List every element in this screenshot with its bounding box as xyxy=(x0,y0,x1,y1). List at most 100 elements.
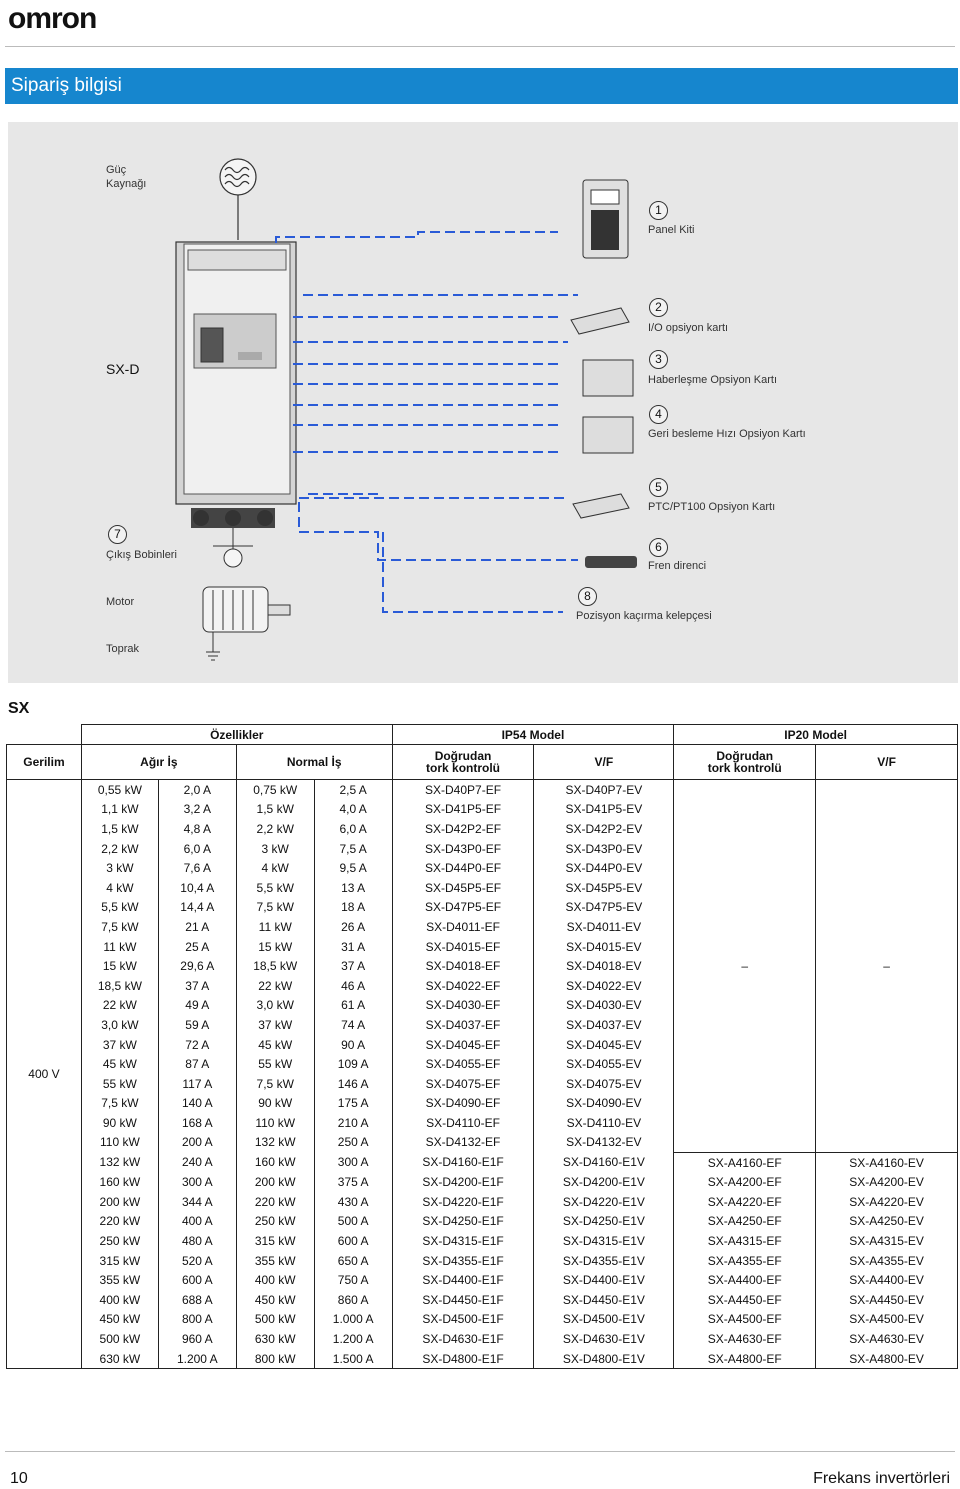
section-title: SX xyxy=(8,700,30,717)
table-cell: SX-D4800-E1V xyxy=(533,1348,675,1370)
table-cell: SX-A4450-EV xyxy=(815,1289,958,1310)
table-cell: SX-D4200-E1V xyxy=(533,1172,675,1192)
table-cell: SX-D40P7-EF xyxy=(391,779,535,800)
table-cell: 90 kW xyxy=(235,1093,315,1114)
table-cell: SX-D4160-E1V xyxy=(533,1152,675,1173)
table-cell: 90 A xyxy=(313,1034,393,1055)
table-cell: SX-D43P0-EF xyxy=(391,838,535,859)
table-cell: SX-D4355-E1V xyxy=(533,1250,675,1271)
table-cell: 500 A xyxy=(313,1211,393,1232)
header-voltage: Gerilim xyxy=(6,744,82,780)
header-specs: Özellikler xyxy=(80,724,393,745)
table-cell: SX-A4800-EV xyxy=(815,1348,958,1370)
table-cell: 46 A xyxy=(313,975,393,996)
table-cell: 168 A xyxy=(157,1113,237,1133)
table-cell: 500 kW xyxy=(235,1309,315,1330)
table-cell: 430 A xyxy=(313,1191,393,1212)
table-cell: SX-A4450-EF xyxy=(673,1289,817,1310)
table-cell: 3,0 kW xyxy=(235,995,315,1016)
table-cell: 1.200 A xyxy=(157,1348,237,1370)
table-cell: SX-D40P7-EV xyxy=(533,779,675,800)
panel-kit-label: Panel Kiti xyxy=(648,224,695,236)
panel-kit-icon xyxy=(582,179,629,259)
motor-label: Motor xyxy=(106,596,135,608)
footer-title: Frekans invertörleri xyxy=(813,1470,950,1487)
table-cell: 72 A xyxy=(157,1034,237,1055)
page-title: Sipariş bilgisi xyxy=(11,75,122,96)
table-cell: 520 A xyxy=(157,1250,237,1271)
table-cell: 210 A xyxy=(313,1113,393,1133)
table-cell: 2,2 kW xyxy=(235,819,315,839)
table-cell: 7,6 A xyxy=(157,858,237,878)
sx-d-inverter-icon xyxy=(175,241,297,528)
table-cell: 18,5 kW xyxy=(80,975,159,996)
table-cell: 3,2 A xyxy=(157,799,237,820)
table-cell: SX-D4400-E1F xyxy=(391,1270,535,1290)
table-cell: SX-D4500-E1F xyxy=(391,1309,535,1330)
table-cell: SX-D4315-E1V xyxy=(533,1231,675,1251)
table-cell: 175 A xyxy=(313,1093,393,1114)
header-ip54-dtc: Doğrudan tork kontrolü xyxy=(391,744,535,780)
table-cell: 220 kW xyxy=(235,1191,315,1212)
table-cell: SX-D4220-E1F xyxy=(391,1191,535,1212)
header-ip54: IP54 Model xyxy=(391,724,675,745)
table-cell: 160 kW xyxy=(235,1152,315,1173)
item-number-7: 7 xyxy=(108,525,127,544)
table-cell: 220 kW xyxy=(80,1211,159,1232)
comm-option-card-label: Haberleşme Opsiyon Kartı xyxy=(648,374,777,386)
table-cell: 37 kW xyxy=(235,1015,315,1035)
table-cell: SX-A4200-EV xyxy=(815,1172,958,1192)
table-cell: SX-A4400-EV xyxy=(815,1270,958,1290)
connection-diagram: Güç Kaynağı SX-D Çıkış Bobinleri Motor T… xyxy=(8,122,958,683)
table-cell: SX-A4220-EV xyxy=(815,1191,958,1212)
motor-icon xyxy=(202,586,291,661)
table-cell: 450 kW xyxy=(80,1309,159,1330)
item-number-2: 2 xyxy=(649,298,668,317)
table-cell: SX-D4355-E1F xyxy=(391,1250,535,1271)
header-ip20: IP20 Model xyxy=(673,724,958,745)
table-cell: 7,5 A xyxy=(313,838,393,859)
table-cell: SX-D4110-EF xyxy=(391,1113,535,1133)
ground-label: Toprak xyxy=(106,643,140,655)
table-cell: 11 kW xyxy=(80,936,159,957)
table-cell: 7,5 kW xyxy=(235,897,315,918)
item-number-4: 4 xyxy=(649,405,668,424)
table-cell: SX-D4022-EF xyxy=(391,975,535,996)
table-cell: 4,0 A xyxy=(313,799,393,820)
table-cell: SX-D4132-EF xyxy=(391,1132,535,1153)
page-number: 10 xyxy=(10,1470,28,1487)
table-cell: SX-A4500-EV xyxy=(815,1309,958,1330)
header-ip20-dtc: Doğrudan tork kontrolü xyxy=(673,744,817,780)
table-cell: 500 kW xyxy=(80,1329,159,1349)
table-cell: 15 kW xyxy=(80,956,159,976)
device-label: SX-D xyxy=(106,361,140,377)
table-cell: SX-D4630-E1F xyxy=(391,1329,535,1349)
table-cell: SX-A4400-EF xyxy=(673,1270,817,1290)
section-banner: Sipariş bilgisi xyxy=(5,68,958,104)
header-ip20-vf: V/F xyxy=(815,744,958,780)
table-cell: SX-D45P5-EV xyxy=(533,877,675,898)
table-cell: SX-D4045-EV xyxy=(533,1034,675,1055)
table-cell: 200 kW xyxy=(80,1191,159,1212)
table-cell: 650 A xyxy=(313,1250,393,1271)
table-cell: 3 kW xyxy=(80,858,159,878)
table-cell: 87 A xyxy=(157,1054,237,1074)
table-cell: 7,5 kW xyxy=(80,917,159,937)
table-cell: 21 A xyxy=(157,917,237,937)
table-cell: SX-D4250-E1F xyxy=(391,1211,535,1232)
table-cell: SX-D4200-E1F xyxy=(391,1172,535,1192)
item-number-3: 3 xyxy=(649,350,668,369)
table-cell: 240 A xyxy=(157,1152,237,1173)
table-cell: 600 A xyxy=(313,1231,393,1251)
output-coil-icon xyxy=(213,528,253,568)
